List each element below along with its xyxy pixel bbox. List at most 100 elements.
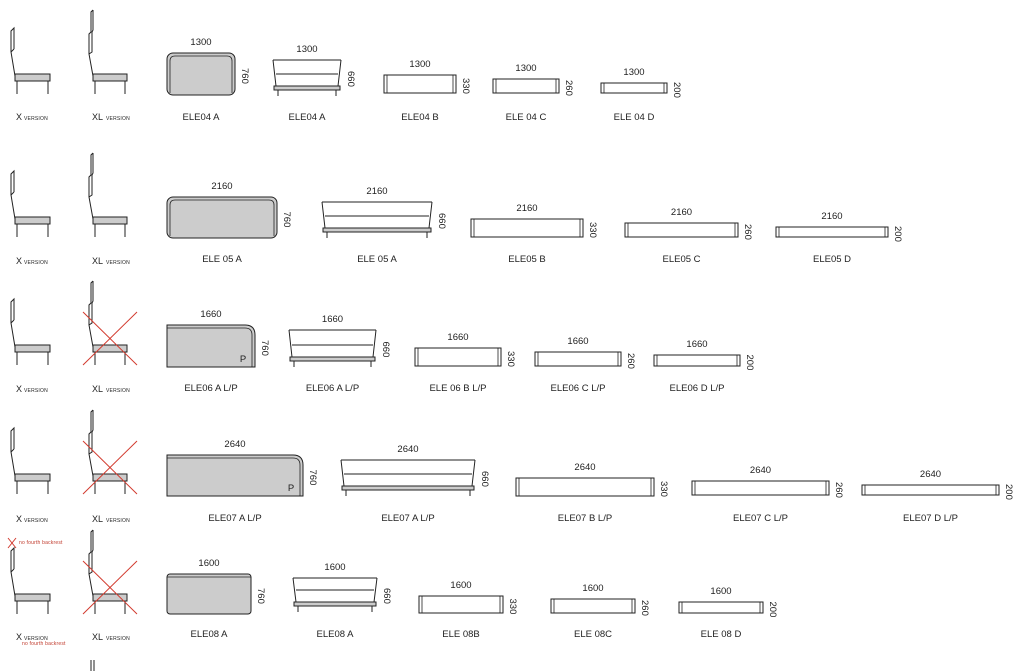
width-dimension: 2160	[516, 203, 537, 214]
width-dimension: 1300	[190, 37, 211, 48]
bench-frame	[272, 59, 342, 96]
cushion-block	[470, 218, 584, 238]
width-dimension: 2640	[397, 444, 418, 455]
height-dimension: 760	[255, 588, 266, 604]
cushion-block	[624, 222, 739, 238]
element-code-label: ELE 08 D	[701, 629, 742, 640]
width-dimension: 1300	[623, 67, 644, 78]
width-dimension: 1600	[450, 580, 471, 591]
width-dimension: 1660	[686, 339, 707, 350]
seat-back-panel	[166, 573, 252, 615]
x-version-chair-icon	[10, 546, 51, 614]
xl-version-chair-icon	[88, 152, 128, 237]
height-dimension: 200	[744, 355, 755, 371]
element-code-label: ELE 08B	[442, 629, 480, 640]
x-version-small-label: VERSION	[24, 388, 48, 394]
xl-version-label: XL	[92, 384, 103, 394]
xl-version-label: XL	[92, 256, 103, 266]
width-dimension: 2640	[224, 439, 245, 450]
x-version-small-label: VERSION	[24, 636, 48, 642]
height-dimension: 200	[671, 82, 682, 98]
height-dimension: 660	[479, 471, 490, 487]
seat-back-panel	[166, 52, 236, 96]
height-dimension: 330	[658, 481, 669, 497]
height-dimension: 330	[460, 78, 471, 94]
element-code-label: ELE06 A L/P	[306, 383, 359, 394]
height-dimension: 330	[587, 222, 598, 238]
xl-version-chair-icon	[88, 529, 128, 614]
height-dimension: 660	[345, 71, 356, 87]
xl-version-chair-icon	[88, 409, 128, 494]
element-code-label: ELE05 D	[813, 254, 851, 265]
xl-version-label: XL	[92, 514, 103, 524]
bench-frame	[288, 329, 377, 367]
element-code-label: ELE07 A L/P	[381, 513, 434, 524]
width-dimension: 2640	[574, 462, 595, 473]
cushion-block	[653, 354, 741, 367]
xl-version-small-label: VERSION	[106, 388, 130, 394]
bench-frame	[292, 577, 378, 612]
element-code-label: ELE05 B	[508, 254, 546, 265]
bench-frame	[340, 459, 476, 496]
width-dimension: 1300	[296, 44, 317, 55]
height-dimension: 760	[239, 68, 250, 84]
x-version-small-label: VERSION	[24, 260, 48, 266]
width-dimension: 1660	[447, 332, 468, 343]
xl-not-available-cross	[82, 311, 138, 366]
height-dimension: 260	[639, 600, 650, 616]
height-dimension: 260	[833, 482, 844, 498]
height-dimension: 200	[1003, 484, 1014, 500]
element-code-label: ELE07 B L/P	[558, 513, 612, 524]
width-dimension: 1300	[515, 63, 536, 74]
height-dimension: 660	[381, 588, 392, 604]
x-version-chair-icon	[10, 297, 51, 365]
width-dimension: 1600	[324, 562, 345, 573]
xl-not-available-cross	[82, 560, 138, 615]
cushion-block	[492, 78, 560, 94]
width-dimension: 2640	[750, 465, 771, 476]
width-dimension: 1660	[567, 336, 588, 347]
partial-next-row-chair-icon	[90, 660, 95, 671]
height-dimension: 660	[380, 342, 391, 358]
cushion-block	[550, 598, 636, 614]
width-dimension: 2160	[366, 186, 387, 197]
cushion-block	[691, 480, 830, 496]
seat-back-panel	[166, 324, 256, 368]
cushion-block	[414, 347, 502, 367]
element-code-label: ELE 04 C	[506, 112, 547, 123]
element-code-label: ELE07 A L/P	[208, 513, 261, 524]
height-dimension: 760	[307, 470, 318, 486]
element-code-label: ELE04 A	[289, 112, 327, 123]
bench-frame	[321, 201, 433, 238]
xl-version-small-label: VERSION	[106, 260, 130, 266]
x-version-label: X	[16, 112, 22, 122]
element-code-label: ELE 08C	[574, 629, 612, 640]
x-version-chair-icon	[10, 26, 51, 94]
cushion-block	[418, 595, 504, 614]
xl-version-small-label: VERSION	[106, 636, 130, 642]
xl-version-small-label: VERSION	[106, 116, 130, 122]
element-code-label: ELE06 D L/P	[670, 383, 725, 394]
element-code-label: ELE04 A	[183, 112, 221, 123]
element-code-label: ELE05 C	[662, 254, 700, 265]
height-dimension: 760	[281, 212, 292, 228]
height-dimension: 200	[892, 226, 903, 242]
height-dimension: 260	[563, 80, 574, 96]
no-fourth-backrest-note-top: no fourth backrest	[19, 540, 63, 546]
